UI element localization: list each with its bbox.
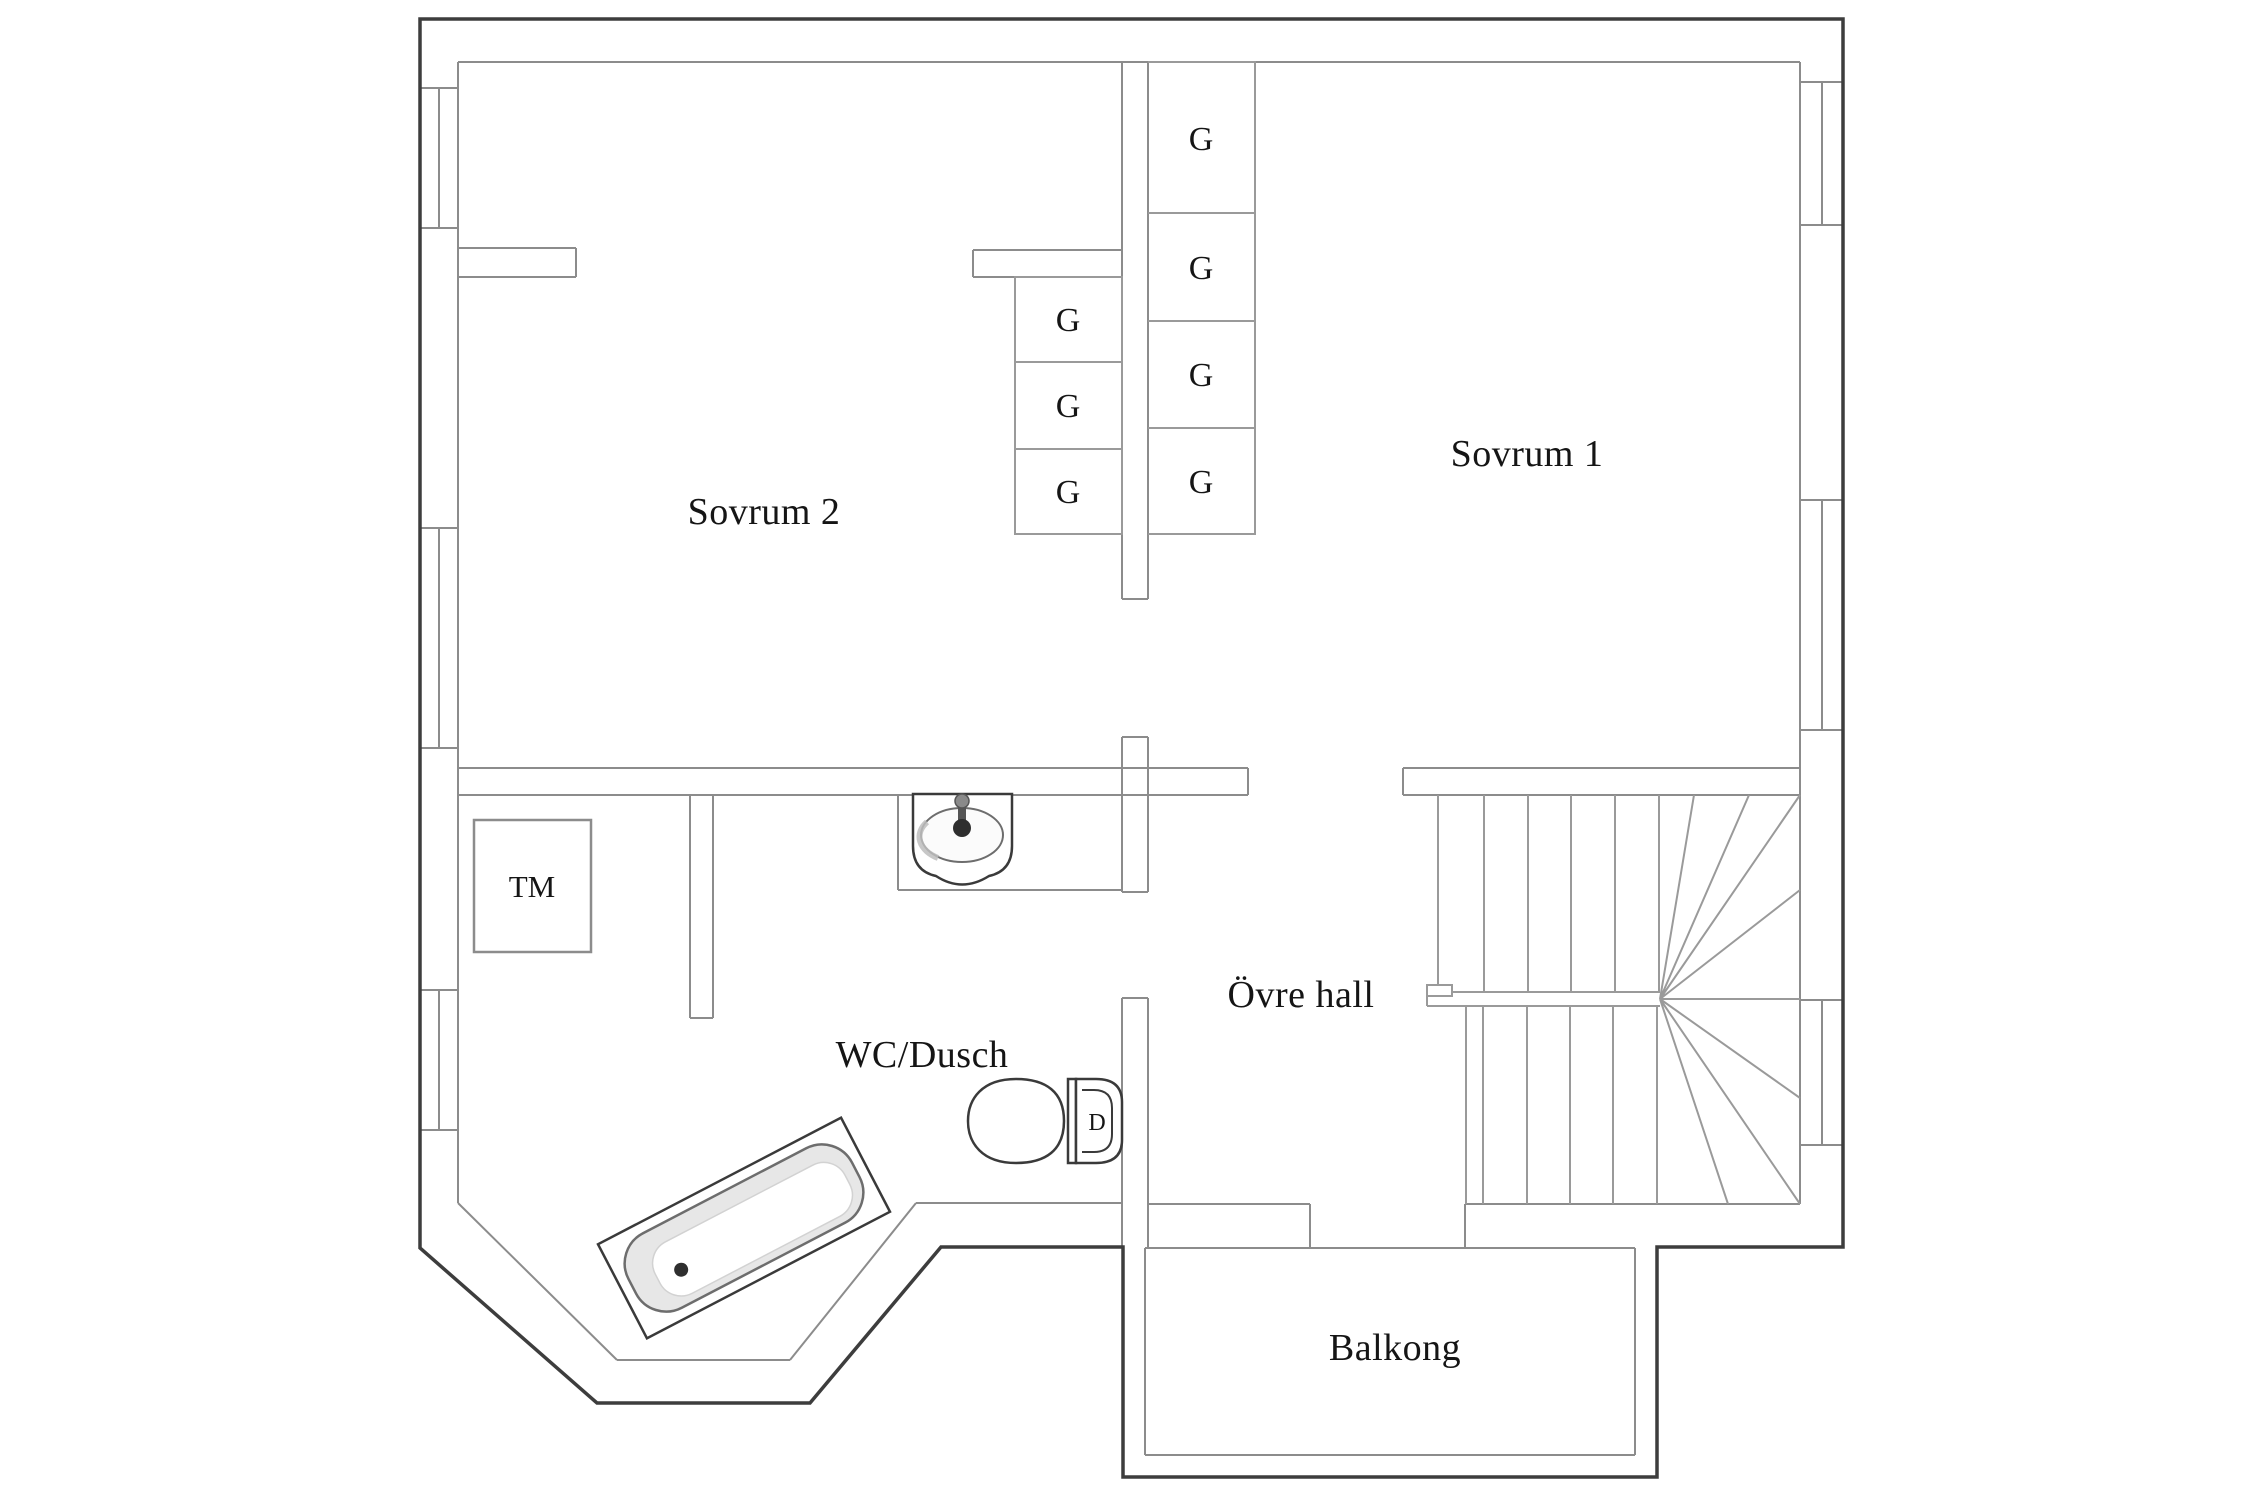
stair-rail-endcap [1426,984,1453,997]
washing-machine: TM [472,818,593,954]
bathtub [596,1116,892,1340]
staircase-icon [1426,794,1801,1205]
toilet-flush-mark: D [1088,1110,1105,1136]
washing-machine-icon [472,818,593,954]
room-label-sovrum-1: Sovrum 1 [1451,433,1604,475]
room-label-sovrum-2: Sovrum 2 [688,491,841,533]
toilet-lid-detail [1082,1089,1113,1153]
wardrobe-icon [1014,61,1256,535]
sink-icon [911,792,1014,886]
closet-label: G [1189,464,1214,501]
closet-label: G [1189,121,1214,158]
perimeter-inner-line [457,61,1801,1361]
balcony-railing-inner [1144,1247,1636,1456]
toilet-bowl [966,1077,1066,1165]
closet-label: G [1056,388,1081,425]
bathtub-drain [674,1262,689,1277]
room-label-ovre-hall: Övre hall [1228,974,1375,1016]
room-label-wc-dusch: WC/Dusch [836,1034,1009,1076]
outer-walls [418,17,1845,1479]
toilet: D [966,1077,1124,1165]
staircase [1426,794,1801,1205]
closet-label: G [1189,357,1214,394]
sink [911,792,1014,886]
closet-labels: G G G G G G G [1056,121,1214,511]
wardrobes [1014,61,1256,535]
washing-machine-label: TM [509,869,556,904]
room-labels: Sovrum 2 Sovrum 1 WC/Dusch Övre hall Bal… [688,433,1604,1369]
closet-label: G [1056,302,1081,339]
window-icon [420,81,1843,1146]
room-label-balkong: Balkong [1329,1327,1461,1369]
partition-walls [458,62,1800,1248]
outer-boundary [418,17,1845,1479]
toilet-icon [966,1077,1124,1165]
closet-label: G [1189,250,1214,287]
bathtub-icon [596,1116,892,1340]
closet-label: G [1056,474,1081,511]
windows [420,81,1843,1146]
